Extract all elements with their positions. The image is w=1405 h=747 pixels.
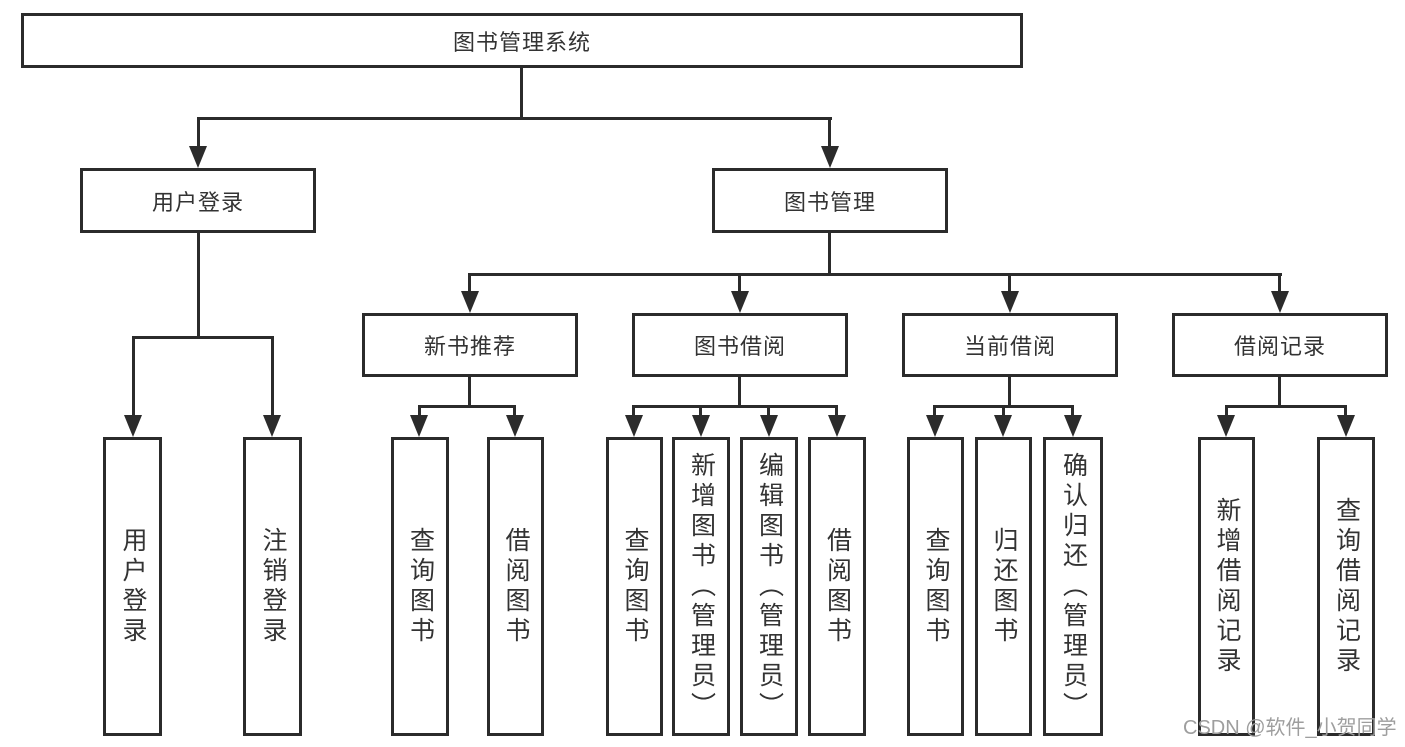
node-current-borrowing: 当前借阅 — [902, 313, 1118, 377]
connector — [1344, 405, 1347, 415]
arrowhead-down — [189, 146, 207, 168]
leaf-query-borrow-record-label: 查询借阅记录 — [1332, 496, 1361, 677]
connector — [1008, 377, 1011, 405]
arrowhead-down — [821, 146, 839, 168]
leaf-confirm-return-admin: 确认归还（管理员） — [1043, 437, 1103, 736]
connector — [468, 273, 471, 291]
arrowhead-down — [625, 415, 643, 437]
csdn-watermark: CSDN @软件_小贺同学 — [1183, 717, 1397, 739]
connector — [835, 405, 838, 415]
leaf-query-books-recommend-label: 查询图书 — [406, 526, 435, 647]
leaf-add-borrow-record-label: 新增借阅记录 — [1213, 496, 1241, 677]
leaf-return-books-label: 归还图书 — [990, 526, 1018, 647]
arrowhead-down — [926, 415, 944, 437]
leaf-edit-book-admin: 编辑图书（管理员） — [740, 437, 798, 736]
node-book-borrowing: 图书借阅 — [632, 313, 848, 377]
arrowhead-down — [1064, 415, 1082, 437]
connector — [738, 273, 741, 291]
connector — [1225, 405, 1228, 415]
leaf-confirm-return-admin-label: 确认归还（管理员） — [1059, 451, 1088, 722]
node-root-label: 图书管理系统 — [452, 29, 591, 55]
node-book-management: 图书管理 — [712, 168, 948, 233]
connector — [197, 117, 200, 147]
arrowhead-down — [1001, 291, 1019, 313]
connector — [1278, 273, 1281, 291]
leaf-add-book-admin: 新增图书（管理员） — [672, 437, 730, 736]
leaf-edit-book-admin-label: 编辑图书（管理员） — [755, 451, 784, 722]
leaf-add-borrow-record: 新增借阅记录 — [1198, 437, 1255, 736]
leaf-return-books: 归还图书 — [975, 437, 1032, 736]
arrowhead-down — [461, 291, 479, 313]
connector — [828, 117, 831, 147]
leaf-logout-label: 注销登录 — [259, 526, 287, 647]
node-new-book-recommend: 新书推荐 — [362, 313, 578, 377]
leaf-query-books-recommend: 查询图书 — [391, 437, 449, 736]
leaf-logout: 注销登录 — [243, 437, 302, 736]
connector — [933, 405, 936, 415]
leaf-query-books-current: 查询图书 — [907, 437, 964, 736]
connector — [513, 405, 516, 415]
node-user-login: 用户登录 — [80, 168, 316, 233]
arrowhead-down — [506, 415, 524, 437]
connector — [1002, 405, 1005, 415]
leaf-borrow-books-borrowing-label: 借阅图书 — [823, 526, 852, 647]
connector — [1008, 273, 1011, 291]
arrowhead-down — [1337, 415, 1355, 437]
leaf-query-books-current-label: 查询图书 — [922, 526, 950, 647]
leaf-borrow-books-recommend-label: 借阅图书 — [502, 526, 530, 647]
arrowhead-down — [410, 415, 428, 437]
connector — [271, 336, 274, 415]
node-root: 图书管理系统 — [21, 13, 1023, 68]
node-new-book-recommend-label: 新书推荐 — [423, 334, 516, 359]
node-borrowing-records: 借阅记录 — [1172, 313, 1388, 377]
arrowhead-down — [760, 415, 778, 437]
connector — [633, 405, 838, 408]
arrowhead-down — [1217, 415, 1235, 437]
leaf-borrow-books-recommend: 借阅图书 — [487, 437, 544, 736]
arrowhead-down — [1271, 291, 1289, 313]
leaf-user-login: 用户登录 — [103, 437, 162, 736]
leaf-query-books-borrowing: 查询图书 — [606, 437, 663, 736]
connector — [197, 117, 832, 120]
connector — [520, 68, 523, 118]
arrowhead-down — [692, 415, 710, 437]
leaf-user-login-label: 用户登录 — [119, 526, 147, 647]
arrowhead-down — [828, 415, 846, 437]
connector — [632, 405, 635, 415]
connector — [197, 232, 200, 336]
connector — [132, 336, 274, 339]
connector — [767, 405, 770, 415]
connector — [468, 273, 1282, 276]
node-book-management-label: 图书管理 — [783, 189, 876, 215]
node-book-borrowing-label: 图书借阅 — [693, 334, 786, 359]
connector — [132, 336, 135, 415]
leaf-borrow-books-borrowing: 借阅图书 — [808, 437, 866, 736]
connector — [738, 377, 741, 405]
arrowhead-down — [994, 415, 1012, 437]
node-user-login-label: 用户登录 — [151, 189, 244, 215]
connector — [699, 405, 702, 415]
node-borrowing-records-label: 借阅记录 — [1233, 334, 1326, 359]
node-current-borrowing-label: 当前借阅 — [963, 334, 1056, 359]
connector — [828, 233, 831, 273]
leaf-add-book-admin-label: 新增图书（管理员） — [687, 451, 716, 722]
connector — [418, 405, 516, 408]
leaf-query-borrow-record: 查询借阅记录 — [1317, 437, 1375, 736]
arrowhead-down — [124, 415, 142, 437]
arrowhead-down — [263, 415, 281, 437]
connector — [1225, 405, 1347, 408]
arrowhead-down — [731, 291, 749, 313]
connector — [1071, 405, 1074, 415]
connector — [1278, 377, 1281, 405]
leaf-query-books-borrowing-label: 查询图书 — [621, 526, 649, 647]
connector — [468, 377, 471, 405]
connector — [418, 405, 421, 415]
